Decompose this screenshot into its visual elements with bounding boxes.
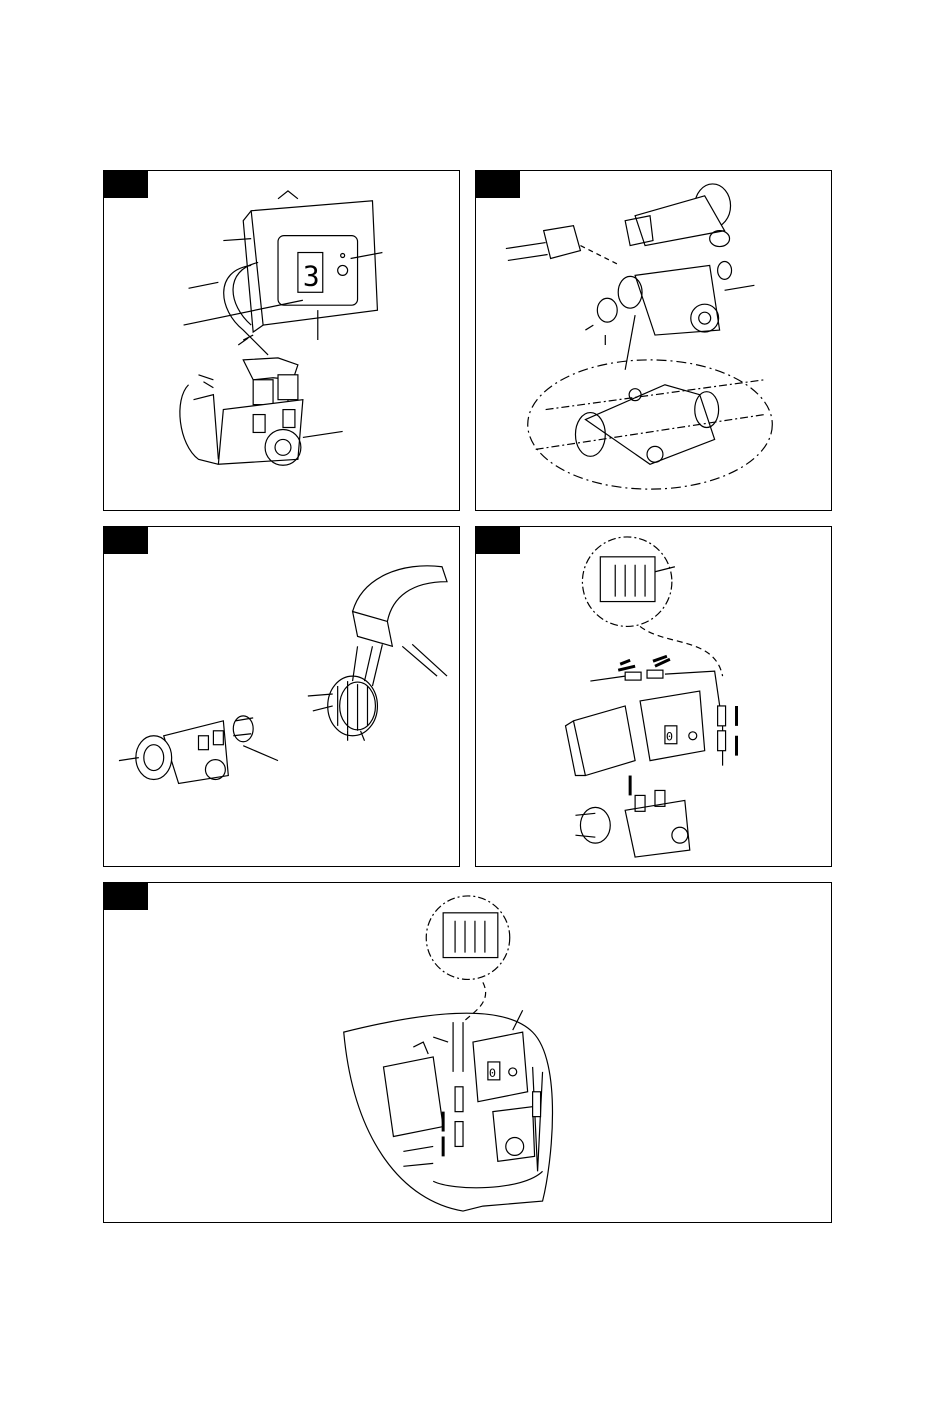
figure-4-drawing: 0 [476,527,831,866]
figure-5-panel: 0 [103,882,832,1223]
display-digit-1: 3 [303,259,320,292]
display-digit-5: 0 [489,1066,496,1080]
figure-3-drawing [104,527,459,866]
display-digit-4: 0 [666,730,673,744]
figure-1-drawing: 3 [104,171,459,510]
figure-2-panel [475,170,832,511]
figure-1-panel: 3 [103,170,460,511]
figure-4-panel: 0 [475,526,832,867]
figure-3-panel [103,526,460,867]
figure-5-drawing: 0 [104,883,831,1222]
figure-2-drawing [476,171,831,510]
